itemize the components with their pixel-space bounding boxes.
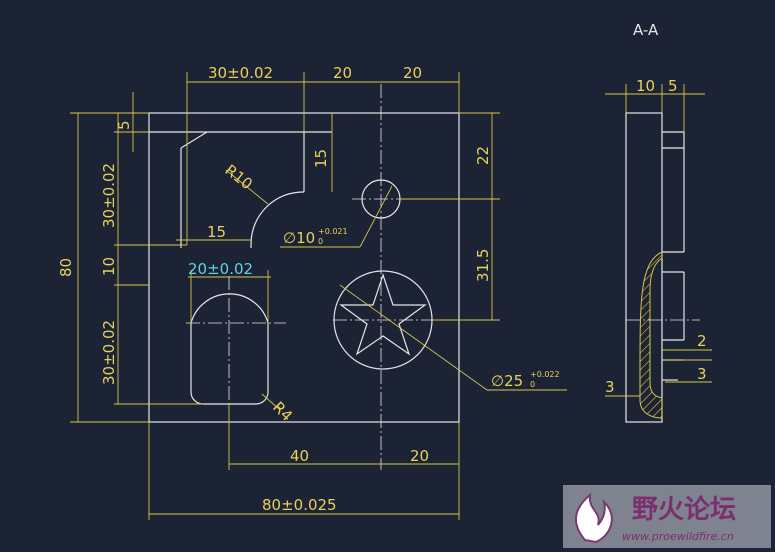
watermark: 野火论坛 www.proewildfire.cn — [563, 485, 771, 548]
dim-overall-80: 80 — [57, 258, 75, 277]
lower-slot — [186, 276, 286, 405]
dim-slot-20: 20±0.02 — [188, 260, 253, 278]
dim-r4: R4 — [269, 398, 296, 425]
dim-top-20b: 20 — [403, 64, 422, 82]
dim-left-30-lower: 30±0.02 — [100, 320, 118, 385]
upper-pocket — [180, 132, 305, 248]
dim-star-tol-lower: 0 — [530, 380, 535, 389]
dim-left-10: 10 — [100, 257, 118, 276]
dim-bottom-80: 80±0.025 — [262, 496, 337, 514]
dim-hole-tol-lower: 0 — [318, 237, 323, 246]
dim-bottom-20: 20 — [410, 447, 429, 465]
dim-v15: 15 — [312, 149, 330, 168]
dim-top-30: 30±0.02 — [208, 64, 273, 82]
section-view — [605, 84, 712, 423]
dim-h15: 15 — [207, 223, 226, 241]
dim-hole-dia: ∅10 — [283, 229, 315, 247]
dim-right-31-5: 31.5 — [474, 249, 492, 282]
star-pocket — [333, 270, 433, 370]
watermark-url: www.proewildfire.cn — [622, 530, 734, 543]
dim-hole-tol-upper: +0.021 — [318, 227, 348, 236]
dim-sec-3-left: 3 — [605, 378, 615, 396]
section-hatch — [639, 251, 663, 419]
dimension-lines-main — [70, 72, 567, 520]
watermark-title: 野火论坛 — [632, 495, 736, 525]
dim-sec-5: 5 — [668, 77, 678, 95]
dim-left-5: 5 — [115, 120, 133, 130]
dim-sec-2: 2 — [697, 332, 707, 350]
dim-left-30-upper: 30±0.02 — [100, 163, 118, 228]
dim-sec-10: 10 — [636, 77, 655, 95]
dim-right-22: 22 — [474, 146, 492, 165]
dim-bottom-40: 40 — [290, 447, 309, 465]
dim-sec-3-right: 3 — [697, 365, 707, 383]
dim-star-dia: ∅25 — [491, 372, 523, 390]
flame-logo-icon — [574, 492, 613, 544]
section-label: A-A — [633, 21, 659, 39]
dim-star-tol-upper: +0.022 — [530, 370, 560, 379]
dim-top-20a: 20 — [333, 64, 352, 82]
dim-r10: R10 — [222, 161, 256, 193]
